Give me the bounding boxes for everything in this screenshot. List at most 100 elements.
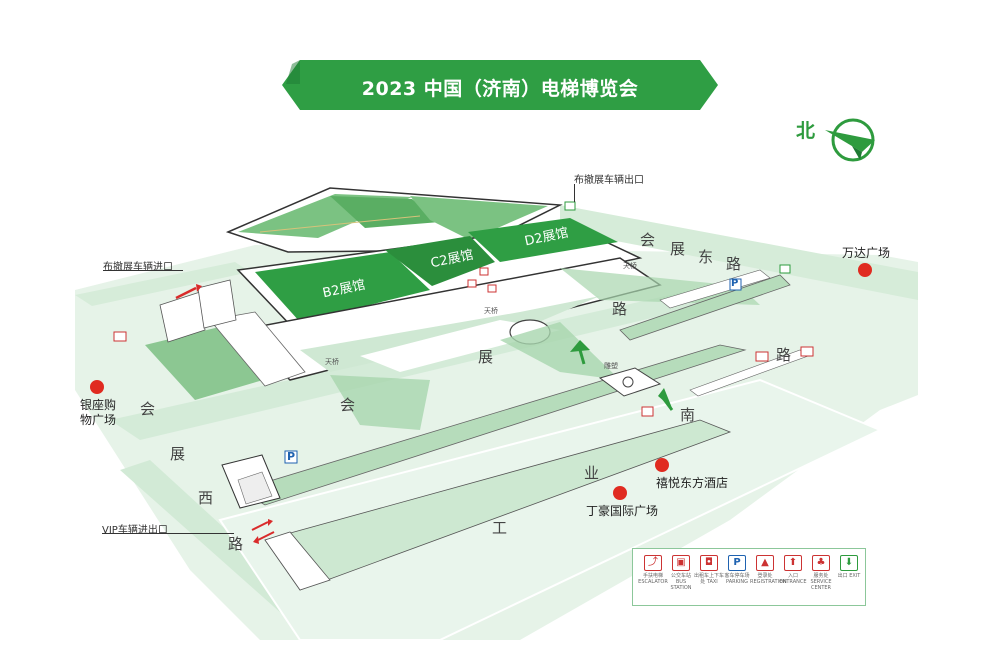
entrance-arrow-1-shaft <box>578 349 586 365</box>
rear-hall-divider <box>259 215 421 233</box>
vip-arrow-out-head <box>253 536 259 544</box>
page-title: 2023 中国（济南）电梯博览会 <box>361 78 639 100</box>
parking-icon: P <box>728 555 746 571</box>
sculpture-circle <box>622 376 634 388</box>
legend-label-escalator: 手扶电梯 ESCALATOR <box>638 573 668 585</box>
hall-d2 <box>468 218 618 262</box>
parking-lot-east-inner <box>659 269 771 309</box>
legend-item-escalator: ⤴ 手扶电梯 ESCALATOR <box>638 553 668 601</box>
road-east-char-1: 会 <box>640 231 656 249</box>
parking-icon-east <box>729 278 742 291</box>
bus-icon-2 <box>800 346 814 357</box>
road-east-char-2: 展 <box>670 240 686 258</box>
legend-label-parking: 客车停车场 PARKING <box>724 573 750 585</box>
yinzuo-label: 银座购物广场 <box>80 398 117 427</box>
legend-item-exit: ⬇ 出口 EXIT <box>837 553 861 601</box>
wanda-label: 万达广场 <box>842 246 891 260</box>
exit-gate-icon-east <box>779 264 791 274</box>
road-east-char-3: 东 <box>698 248 714 266</box>
sw-stairs <box>237 471 273 505</box>
legend-item-bus: ▣ 公交车站 BUS STATION <box>669 553 693 601</box>
bridge-label-2: 天桥 <box>623 262 637 270</box>
vip-gate-label: VIP车辆进出口 <box>102 525 168 536</box>
bus-icon: ▣ <box>672 555 690 571</box>
bridge-label-3: 天桥 <box>325 358 339 366</box>
exhibitor-entry-leader <box>103 270 183 271</box>
map-legend: ⤴ 手扶电梯 ESCALATOR ▣ 公交车站 BUS STATION ◘ 出租… <box>632 548 866 606</box>
hall-b2 <box>255 252 430 322</box>
escalator-icon: ⤴ <box>644 555 662 571</box>
gate-arrow-entry <box>175 286 197 300</box>
service-icon: ♣ <box>812 555 830 571</box>
green-strip-1 <box>330 375 430 430</box>
road-west-char-2: 展 <box>170 445 186 463</box>
hall-c2 <box>385 236 495 286</box>
west-building <box>209 311 306 387</box>
dinghao-label: 丁豪国际广场 <box>586 504 659 518</box>
road-gongye-char-1: 工 <box>492 519 508 537</box>
road-south-char-5: 路 <box>776 346 792 364</box>
banner-shade <box>286 60 300 84</box>
yinzuo-pin <box>90 380 104 394</box>
road-band <box>75 262 250 306</box>
bus-icon <box>755 351 769 362</box>
road-west-char-3: 西 <box>198 489 214 507</box>
title-banner <box>282 60 718 110</box>
parking-icon-west <box>284 450 298 464</box>
north-label: 北 <box>796 120 816 142</box>
green-strip-2 <box>500 322 620 380</box>
service-icon <box>487 284 497 293</box>
legend-label-taxi: 出租车上下车处 TAXI <box>694 573 725 585</box>
exhibitor-entry-label: 布撤展车辆进口 <box>103 262 173 273</box>
rear-hall-b <box>330 196 440 228</box>
xiyue-pin <box>655 458 669 472</box>
entrance-arrow-1 <box>570 340 590 352</box>
entrance-icon <box>467 279 477 288</box>
legend-label-exit: 出口 EXIT <box>837 573 861 579</box>
gate-arrow-entry-head <box>196 284 202 292</box>
gongye-block-edge <box>264 531 331 591</box>
parking-letter-east: P <box>731 278 739 289</box>
vip-arrow-in <box>251 521 269 531</box>
vip-gate-leader <box>102 533 234 534</box>
entrance-arrow-2-shaft <box>661 397 674 411</box>
parking-letter-west: P <box>287 450 296 463</box>
road-east-char-4: 路 <box>726 255 742 273</box>
wanda-pin <box>858 263 872 277</box>
legend-label-service: 服务处 SERVICE CENTER <box>810 573 832 591</box>
legend-label-registration: 登录处 REGISTRATION <box>750 573 787 585</box>
entry-gate-icon <box>113 331 127 342</box>
legend-item-registration: ▲ 登录处 REGISTRATION <box>750 553 787 601</box>
road-gongye-char-2: 业 <box>584 464 600 482</box>
xiyue-label: 禧悦东方酒店 <box>656 476 729 490</box>
bridge-label-1: 天桥 <box>484 307 498 315</box>
road-west-char-4: 路 <box>228 535 244 553</box>
registration-icon <box>479 267 489 276</box>
nw-building-1 <box>159 291 206 343</box>
legend-item-taxi: ◘ 出租车上下车处 TAXI <box>694 553 725 601</box>
compass-icon <box>825 118 875 162</box>
dinghao-pin <box>613 486 627 500</box>
road-band-east <box>560 205 918 300</box>
legend-item-service: ♣ 服务处 SERVICE CENTER <box>809 553 833 601</box>
entrance-icon: ⬆ <box>784 555 802 571</box>
exit-gate-icon <box>564 201 576 211</box>
legend-label-entrance: 入口 ENTRANCE <box>779 573 807 585</box>
registration-icon: ▲ <box>756 555 774 571</box>
exhibitor-exit-leader <box>574 184 575 202</box>
parking-lot-east <box>619 274 791 341</box>
legend-item-parking: P 客车停车场 PARKING <box>724 553 750 601</box>
taxi-icon: ◘ <box>700 555 718 571</box>
road-south-char-1: 会 <box>340 396 356 414</box>
road-south-char-3: 南 <box>680 406 696 424</box>
legend-label-bus: 公交车站 BUS STATION <box>670 573 692 591</box>
road-south-char-4: 路 <box>612 300 628 318</box>
road-south-char-2: 展 <box>478 348 494 366</box>
taxi-icon <box>641 406 654 417</box>
legend-item-entrance: ⬆ 入口 ENTRANCE <box>779 553 807 601</box>
rear-hall-c <box>410 196 548 240</box>
road-west-char-1: 会 <box>140 400 156 418</box>
sculpture-label: 雕塑 <box>604 362 618 370</box>
